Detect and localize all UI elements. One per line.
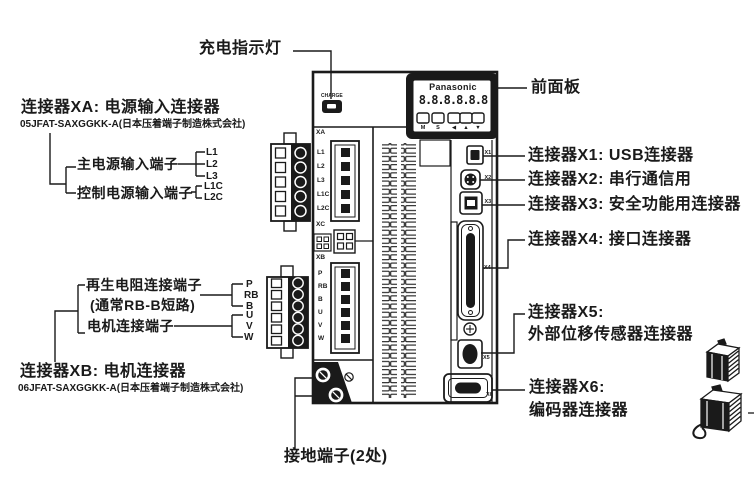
x6-port (443, 373, 493, 403)
x2-port (460, 169, 481, 190)
device-pin-v: V (318, 322, 323, 329)
charge-led-caption: CHARGE (321, 93, 343, 99)
device-pin-l2: L2 (317, 163, 325, 170)
pin-label-l2: L2 (206, 158, 218, 170)
control-power-label: 控制电源输入端子 (77, 185, 193, 201)
panel-buttons (416, 112, 485, 124)
port-caption-x5: X5 (483, 355, 490, 361)
button-label-set: S (436, 124, 440, 131)
motor-terminal-label: 电机连接端子 (87, 318, 174, 334)
regen-resistor-label: 再生电阻连接端子 (86, 277, 202, 293)
seven-segment-display: 8.8.8.8.8.8 (418, 93, 488, 107)
device-pin-p: P (318, 270, 323, 277)
xa-plug (270, 132, 311, 232)
xb-plug (266, 265, 309, 359)
xb-block-caption: XB (316, 254, 326, 261)
connector-xa-partnumber: 05JFAT-SAXGGKK-A(日本压着端子制造株式会社) (20, 119, 246, 130)
front-panel-bezel (406, 73, 498, 139)
front-panel-label: 前面板 (531, 79, 581, 96)
connector-x4-label: 连接器X4: 接口连接器 (528, 231, 692, 248)
x3-port (459, 191, 483, 215)
panasonic-logo: Panasonic (429, 82, 477, 92)
drive-body-outline (311, 70, 499, 405)
ground-terminal-label: 接地端子(2处) (284, 448, 388, 465)
device-pin-b: B (318, 296, 323, 303)
x5-port (457, 339, 483, 369)
pin-label-l3: L3 (206, 170, 218, 182)
xa-block-caption: XA (316, 129, 326, 136)
connector-x3-label: 连接器X3: 安全功能用连接器 (528, 196, 741, 213)
device-pin-u: U (318, 309, 323, 316)
device-pin-w: W (318, 335, 325, 342)
cover-screw (463, 322, 477, 336)
pin-label-l1c: L1C (204, 181, 223, 192)
connector-x5-label-line1: 连接器X5: (528, 304, 604, 321)
xb-terminal-block (330, 262, 360, 354)
device-pin-l3: L3 (317, 177, 325, 184)
x1-port (466, 145, 484, 165)
button-label-left: ◀ (451, 124, 457, 131)
charge-indicator-label: 充电指示灯 (199, 40, 282, 57)
pin-label-w: W (244, 331, 254, 343)
xc-block-caption: XC (316, 221, 326, 228)
main-power-label: 主电源输入端子 (77, 156, 179, 172)
device-pin-rb: RB (318, 283, 328, 290)
regen-note-label: (通常RB-B短路) (90, 297, 196, 313)
port-caption-x6: X6 (486, 392, 493, 398)
encoder-plug-illustration (692, 384, 754, 440)
pin-label-p: P (246, 278, 253, 290)
device-pin-l1: L1 (317, 149, 325, 156)
xa-terminal-block (330, 140, 360, 222)
pin-label-b: B (246, 300, 254, 312)
button-label-mode: M (420, 124, 426, 131)
button-label-down: ▼ (475, 124, 481, 131)
sensor-plug-illustration (705, 338, 741, 383)
connector-x2-label: 连接器X2: 串行通信用 (528, 171, 692, 188)
device-pin-l2c: L2C (317, 205, 330, 212)
charge-led (322, 100, 342, 113)
port-caption-x2: X2 (484, 174, 492, 181)
pin-label-l1: L1 (206, 146, 218, 158)
connector-xa-title: 连接器XA: 电源输入连接器 (21, 99, 221, 116)
x4-port (457, 220, 484, 321)
port-caption-x1: X1 (484, 149, 492, 156)
connector-x6-label-line2: 编码器连接器 (529, 402, 629, 419)
pin-label-v: V (246, 320, 253, 332)
pin-label-rb: RB (244, 289, 259, 301)
ground-terminals (313, 362, 354, 404)
connector-xb-partnumber: 06JFAT-SAXGGKK-A(日本压着端子制造株式会社) (18, 383, 244, 394)
button-label-up: ▲ (463, 124, 469, 131)
device-pin-l1c: L1C (317, 191, 330, 198)
port-caption-x4: X4 (484, 264, 491, 271)
connector-x6-label-line1: 连接器X6: (529, 379, 605, 396)
connector-x5-label-line2: 外部位移传感器连接器 (528, 326, 694, 343)
connector-xb-title: 连接器XB: 电机连接器 (20, 363, 187, 380)
pin-label-u: U (246, 309, 254, 321)
vent-grille (382, 143, 416, 398)
connector-x1-label: 连接器X1: USB连接器 (528, 147, 694, 164)
xc-connector (313, 229, 373, 254)
port-caption-x3: X3 (484, 199, 492, 205)
pin-label-l2c: L2C (204, 191, 223, 203)
